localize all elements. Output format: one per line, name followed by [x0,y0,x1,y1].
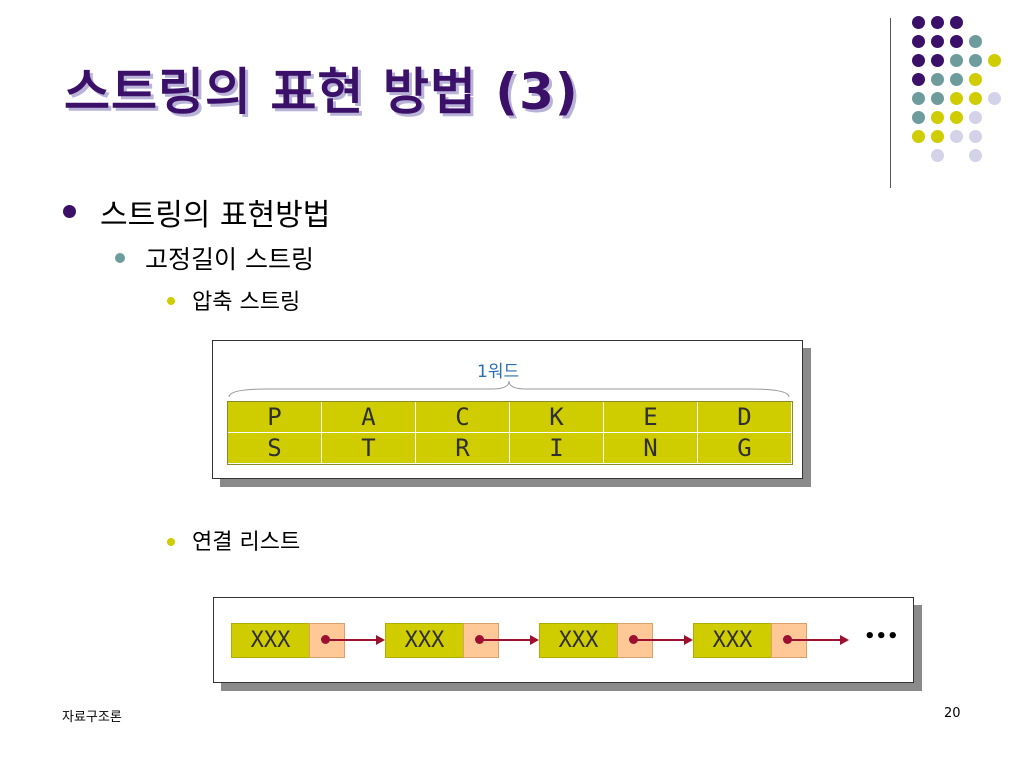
decorative-dot [931,54,944,67]
decorative-dot [912,54,925,67]
packed-cell: E [604,402,698,433]
packed-cell: K [510,402,604,433]
decorative-dot [988,54,1001,67]
divider-line [890,18,891,188]
decorative-dot [931,92,944,105]
decorative-dot [931,35,944,48]
bullet-level3-linked: 연결 리스트 [192,530,301,555]
bullet-icon [167,538,175,546]
bullet-level1: 스트링의 표현방법 [100,198,331,233]
arrow-line [326,639,376,641]
packed-cell: D [698,402,792,433]
decorative-dot [931,130,944,143]
decorative-dot [912,130,925,143]
decorative-dot [912,92,925,105]
packed-string-panel: 1워드 P A C K E D S T R I N G [212,340,803,479]
decorative-dot [988,92,1001,105]
decorative-dot [931,111,944,124]
decorative-dot [950,35,963,48]
footer-page-number: 20 [944,706,961,721]
decorative-dot [950,54,963,67]
decorative-dot [950,92,963,105]
word-label: 1워드 [477,362,520,382]
decorative-dot [950,73,963,86]
bullet-icon [63,205,76,218]
decorative-dot [950,111,963,124]
node-data: XXX [693,623,772,658]
word-brace-icon [228,380,790,398]
packed-cell: R [416,433,510,464]
decorative-dot [969,92,982,105]
decorative-dot [912,35,925,48]
decorative-dot [969,130,982,143]
slide-title: 스트링의 표현 방법 (3) [64,63,579,121]
arrow-line [480,639,530,641]
packed-cell: G [698,433,792,464]
ellipsis: ••• [864,626,899,647]
decorative-dot [969,35,982,48]
decorative-dot [969,111,982,124]
decorative-dot [969,149,982,162]
arrow-head-icon [530,635,539,645]
packed-cell: N [604,433,698,464]
packed-cell: S [228,433,322,464]
pointer-dot-icon [475,635,484,644]
arrow-head-icon [840,635,849,645]
decorative-dot [912,16,925,29]
linked-list-panel: XXX XXX XXX XXX ••• [213,597,914,683]
decorative-dot [950,130,963,143]
bullet-icon [167,297,175,305]
node-data: XXX [231,623,310,658]
decorative-dot [931,73,944,86]
node-data: XXX [539,623,618,658]
decorative-dot [912,111,925,124]
packed-cell: C [416,402,510,433]
arrow-head-icon [684,635,693,645]
packed-string-grid: P A C K E D S T R I N G [227,401,793,465]
packed-cell: T [322,433,416,464]
packed-cell: I [510,433,604,464]
pointer-dot-icon [321,635,330,644]
node-data: XXX [385,623,464,658]
decorative-dot [912,73,925,86]
bullet-level2: 고정길이 스트링 [145,245,314,274]
pointer-dot-icon [783,635,792,644]
decorative-dot [931,149,944,162]
arrow-head-icon [376,635,385,645]
decorative-dot [931,16,944,29]
decorative-dot [969,73,982,86]
bullet-icon [115,253,125,263]
packed-cell: A [322,402,416,433]
arrow-line [788,639,840,641]
pointer-dot-icon [629,635,638,644]
footer-course-title: 자료구조론 [62,710,122,725]
decorative-dot [969,54,982,67]
decorative-dot [950,16,963,29]
arrow-line [634,639,684,641]
bullet-level3-packed: 압축 스트링 [192,290,301,315]
packed-cell: P [228,402,322,433]
